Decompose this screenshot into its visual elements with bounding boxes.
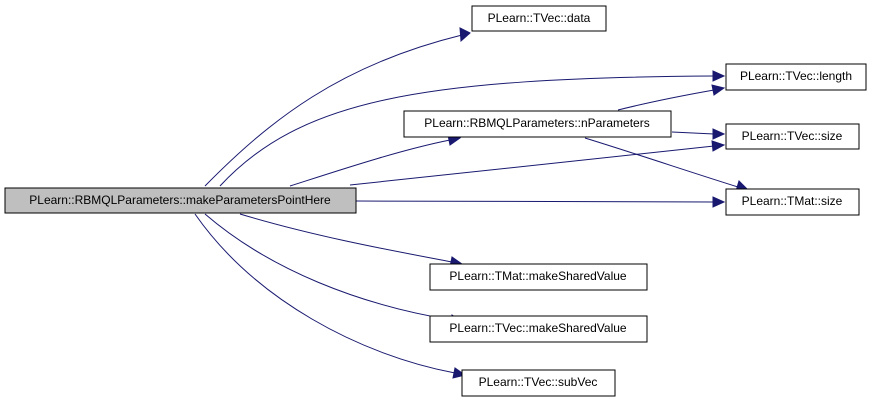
node-tmat-size-label: PLearn::TMat::size bbox=[742, 194, 843, 208]
node-make-parameters-point-here[interactable]: PLearn::RBMQLParameters::makeParametersP… bbox=[4, 187, 357, 214]
edge-make-parameters-point-here-to-tvec-data bbox=[204, 27, 471, 187]
edge-make-parameters-point-here-to-tvec-length bbox=[219, 70, 726, 187]
node-tvec-data-label: PLearn::TVec::data bbox=[488, 11, 591, 25]
node-tvec-make-shared-value-label: PLearn::TVec::makeSharedValue bbox=[449, 321, 627, 335]
node-tmat-size[interactable]: PLearn::TMat::size bbox=[725, 188, 860, 216]
edge-n-parameters-to-tvec-length bbox=[617, 84, 726, 111]
node-tvec-length-label: PLearn::TVec::length bbox=[740, 69, 852, 83]
node-tvec-make-shared-value[interactable]: PLearn::TVec::makeSharedValue bbox=[429, 315, 648, 343]
node-tvec-length[interactable]: PLearn::TVec::length bbox=[725, 63, 867, 91]
node-n-parameters-label: PLearn::RBMQLParameters::nParameters bbox=[424, 116, 649, 130]
node-tvec-size[interactable]: PLearn::TVec::size bbox=[725, 123, 860, 150]
node-tvec-data[interactable]: PLearn::TVec::data bbox=[471, 5, 607, 32]
node-make-parameters-point-here-label: PLearn::RBMQLParameters::makeParametersP… bbox=[29, 193, 331, 207]
node-tvec-sub-vec[interactable]: PLearn::TVec::subVec bbox=[461, 369, 616, 397]
edge-make-parameters-point-here-to-tvec-sub-vec bbox=[194, 213, 467, 379]
edge-n-parameters-to-tvec-size bbox=[671, 128, 726, 140]
node-n-parameters[interactable]: PLearn::RBMQLParameters::nParameters bbox=[403, 110, 672, 138]
edge-make-parameters-point-here-to-tvec-size bbox=[349, 140, 726, 186]
node-tmat-make-shared-value[interactable]: PLearn::TMat::makeSharedValue bbox=[429, 263, 648, 291]
edge-make-parameters-point-here-to-tmat-size bbox=[355, 196, 726, 208]
edge-make-parameters-point-here-to-n-parameters bbox=[289, 134, 462, 187]
edge-n-parameters-to-tmat-size bbox=[584, 137, 750, 192]
edge-make-parameters-point-here-to-tmat-make-shared-value bbox=[239, 213, 464, 268]
node-tmat-make-shared-value-label: PLearn::TMat::makeSharedValue bbox=[449, 269, 627, 283]
node-tvec-sub-vec-label: PLearn::TVec::subVec bbox=[479, 375, 598, 389]
node-tvec-size-label: PLearn::TVec::size bbox=[742, 129, 843, 143]
